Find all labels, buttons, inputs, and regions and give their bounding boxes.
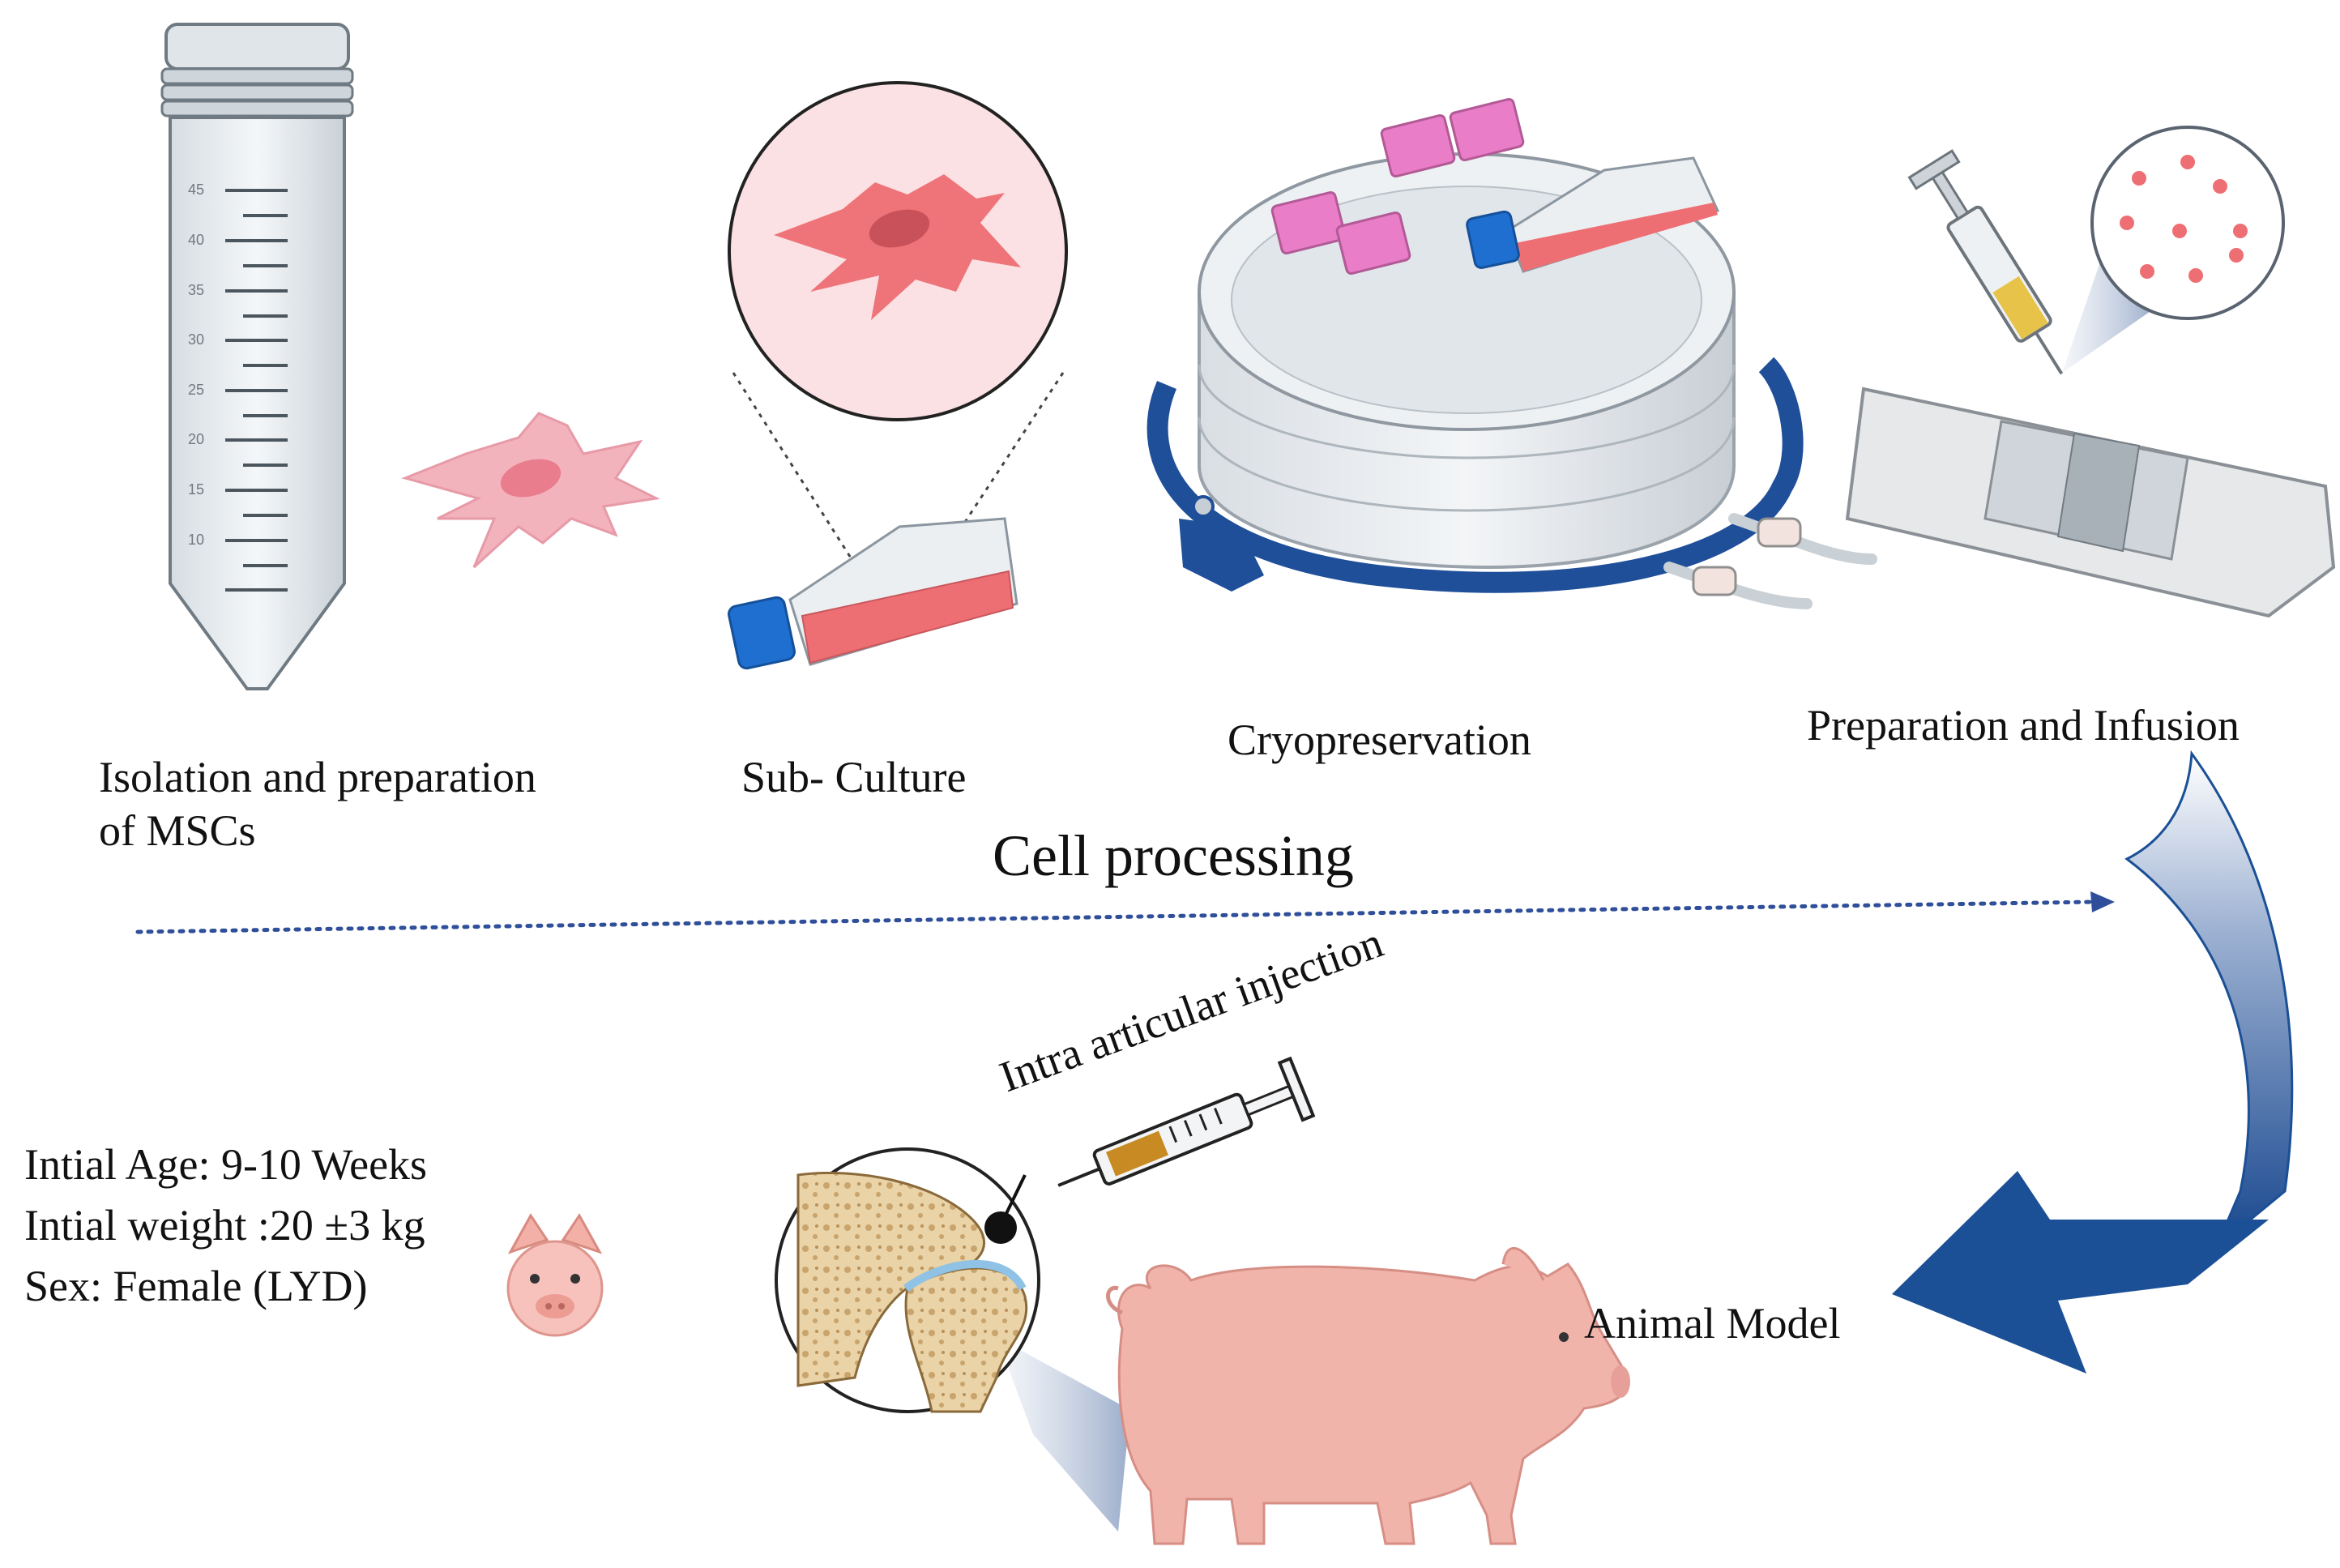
tube-graduation: 45 (188, 182, 204, 198)
pig-face-icon (506, 1213, 604, 1337)
animal-sex: Sex: Female (LYD) (24, 1262, 368, 1310)
pig-icon (1106, 1246, 1630, 1545)
curved-arrow-to-animal (1892, 750, 2294, 1374)
animal-age: Intial Age: 9-10 Weeks (24, 1140, 428, 1189)
injection-syringe-icon (1057, 1056, 1316, 1187)
subculture-magnifier-icon (728, 81, 1068, 629)
step-label-isolation: Isolation and preparation of MSCs (99, 750, 536, 857)
step-label-isolation-line1: Isolation and preparation (99, 753, 536, 801)
step-label-isolation-line2: of MSCs (99, 806, 256, 855)
process-arrow (135, 891, 2115, 934)
cell-counting-slide-icon (1845, 387, 2336, 618)
step-label-cryopreservation: Cryopreservation (1228, 716, 1531, 764)
tube-graduation: 10 (188, 532, 204, 548)
animal-model-label: Animal Model (1584, 1299, 1841, 1348)
cryopreservation-container-icon (1147, 97, 1877, 609)
process-label: Cell processing (993, 823, 1354, 888)
tube-graduation: 40 (188, 232, 204, 248)
step-label-preparation-infusion: Preparation and Infusion (1807, 701, 2240, 750)
tube-graduation: 20 (188, 431, 204, 447)
infusion-syringe-icon (1907, 149, 2064, 375)
animal-info: Intial Age: 9-10 Weeks Intial weight :20… (24, 1134, 427, 1317)
cells-magnifier-icon (2062, 126, 2285, 373)
msc-cell-icon (401, 412, 660, 569)
step-label-subculture: Sub- Culture (741, 753, 967, 801)
tube-graduation: 15 (188, 481, 204, 498)
knee-joint-magnifier-icon (775, 1147, 1130, 1532)
tube-graduation: 35 (188, 282, 204, 298)
tube-graduation: 25 (188, 382, 204, 398)
centrifuge-tube-icon: 45 40 35 30 25 20 15 10 (160, 23, 354, 690)
animal-weight: Intial weight :20 ±3 kg (24, 1201, 425, 1250)
tube-graduation: 30 (188, 331, 204, 348)
culture-flask-icon (728, 517, 1018, 670)
